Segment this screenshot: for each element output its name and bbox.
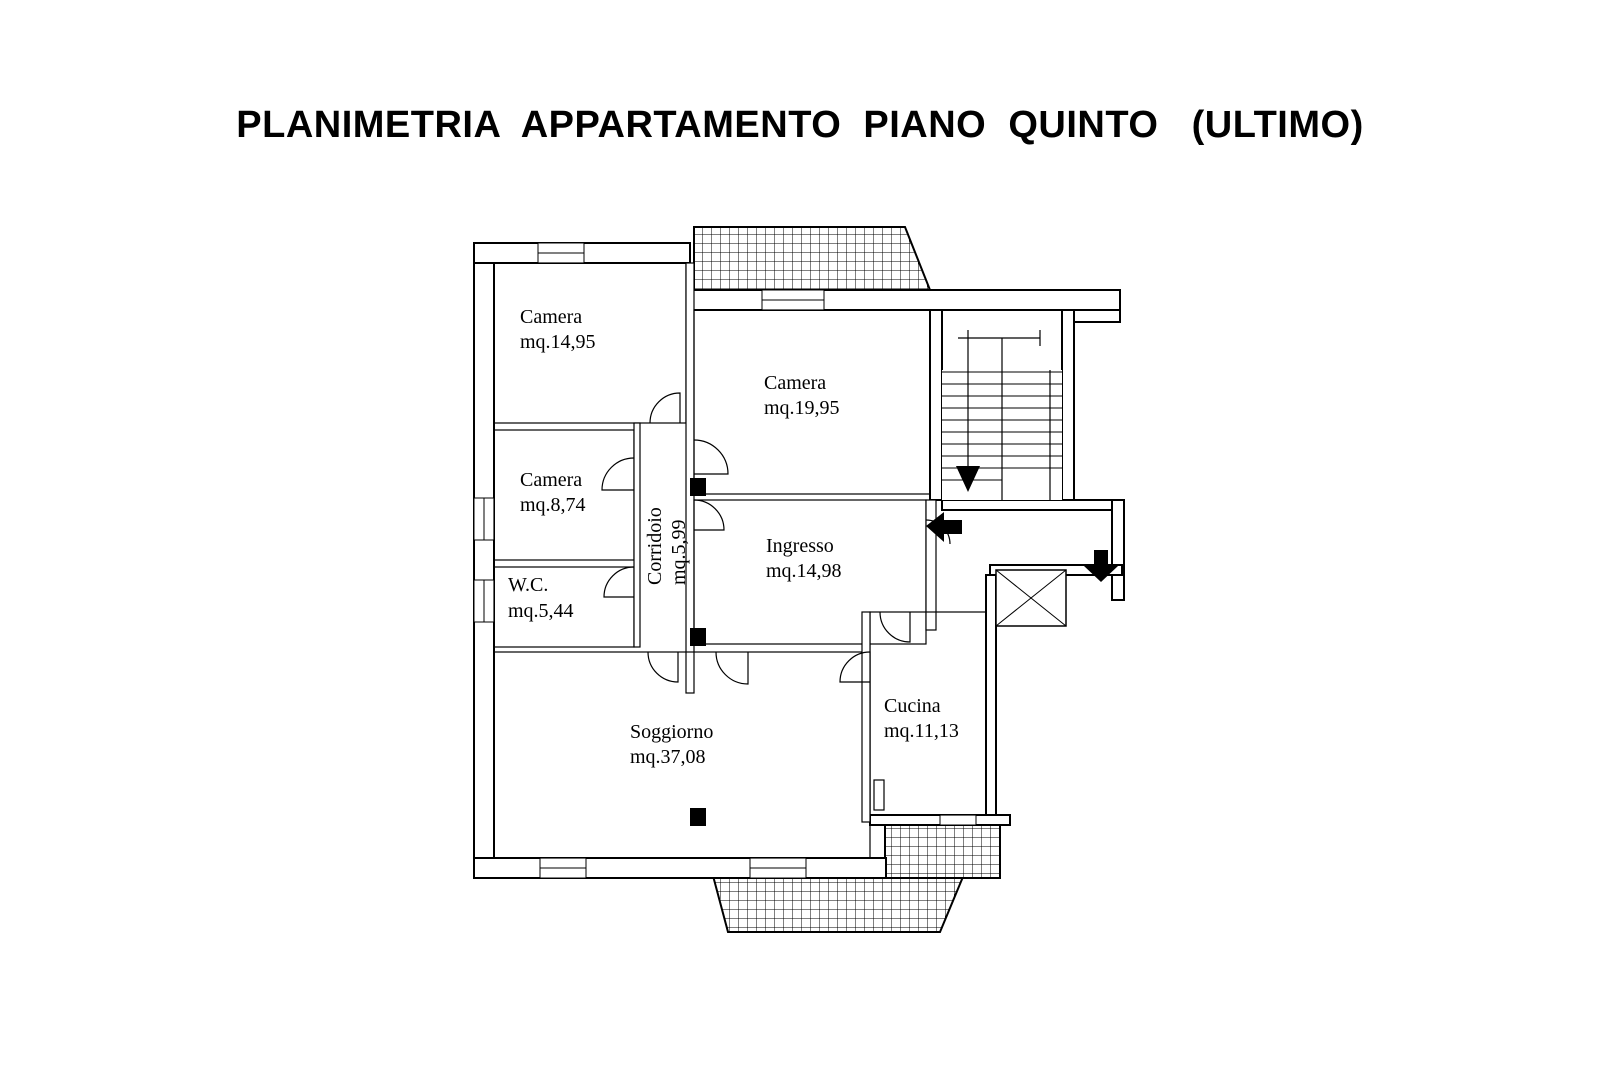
room-name: Cucina: [884, 695, 941, 717]
entrance-arrow-icon: [926, 512, 962, 542]
windows: [473, 242, 977, 879]
room-area: mq.19,95: [764, 397, 840, 419]
balcony-top: [693, 226, 932, 291]
room-camera-874: Camera mq.8,74: [520, 469, 586, 516]
room-cucina: Cucina mq.11,13: [884, 695, 959, 742]
room-name: Soggiorno: [630, 721, 713, 743]
staircase: [942, 330, 1062, 500]
room-camera-1995: Camera mq.19,95: [764, 372, 840, 419]
room-name: Ingresso: [766, 535, 834, 557]
balcony-bottom: [710, 819, 1001, 933]
room-name: Camera: [764, 372, 826, 394]
room-corridoio: Corridoio mq.5,99: [644, 507, 690, 585]
interior-walls: [493, 262, 987, 859]
room-area: mq.5,99: [668, 519, 690, 585]
landing-arrow-icon: [1084, 550, 1118, 582]
room-ingresso: Ingresso mq.14,98: [766, 535, 842, 582]
room-name: Camera: [520, 306, 582, 328]
room-name: W.C.: [508, 574, 548, 596]
room-wc: W.C. mq.5,44: [508, 574, 574, 622]
room-name: Corridoio: [644, 507, 666, 585]
plan-title: PLANIMETRIA APPARTAMENTO PIANO QUINTO (U…: [236, 104, 1364, 146]
elevator: [995, 569, 1067, 627]
room-area: mq.14,95: [520, 331, 596, 353]
room-name: Camera: [520, 469, 582, 491]
arrow-down-icon: [956, 466, 980, 492]
room-area: mq.11,13: [884, 720, 959, 742]
room-area: mq.37,08: [630, 746, 706, 768]
room-area: mq.8,74: [520, 494, 586, 516]
room-area: mq.14,98: [766, 560, 842, 582]
room-soggiorno: Soggiorno mq.37,08: [630, 721, 713, 768]
room-area: mq.5,44: [508, 600, 574, 622]
room-camera-1495: Camera mq.14,95: [520, 306, 596, 353]
